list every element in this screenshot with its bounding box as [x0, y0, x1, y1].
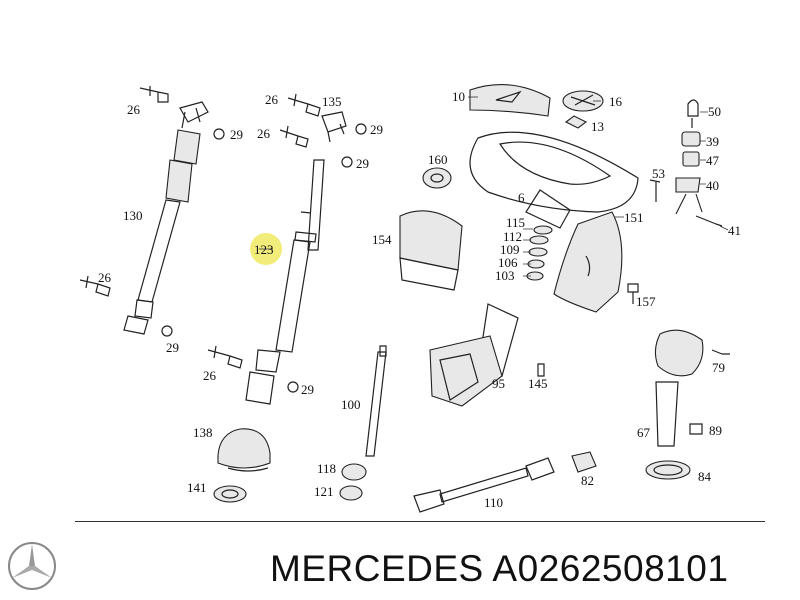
part-label: 41 [728, 223, 741, 238]
part-label: 145 [528, 376, 548, 391]
airbag-cover-10 [469, 84, 551, 117]
screw-157 [627, 283, 639, 304]
part-label: 151 [624, 210, 644, 225]
ignition-lock-parts [649, 99, 723, 227]
part-label: 29 [230, 127, 243, 142]
part-label: 16 [609, 94, 623, 109]
footer-divider [75, 521, 765, 522]
part-label: 6 [518, 190, 525, 205]
screw-79 [711, 349, 730, 355]
part-label: 138 [193, 425, 213, 440]
steering-shaft-123 [207, 93, 367, 405]
boot-138 [217, 428, 271, 472]
part-label: 79 [712, 360, 725, 375]
lower-cover-151 [553, 211, 623, 313]
part-label: 103 [495, 268, 515, 283]
part-label: 29 [370, 122, 383, 137]
part-label: 135 [322, 94, 342, 109]
part-labels: 26 29 130 26 29 26 135 26 29 29 123 26 2… [98, 89, 741, 510]
part-label: 29 [356, 156, 369, 171]
part-label: 106 [498, 255, 518, 270]
ring-160 [422, 167, 452, 189]
part-label: 118 [317, 461, 336, 476]
part-label: 26 [98, 270, 112, 285]
part-label: 29 [166, 340, 179, 355]
part-label: 157 [636, 294, 656, 309]
brand-part-number: MERCEDES A0262508101 [270, 548, 729, 589]
part-label: 26 [203, 368, 217, 383]
part-label: 26 [257, 126, 271, 141]
ring-stack-115-103 [526, 225, 553, 281]
screw-89 [689, 423, 703, 435]
part-label: 100 [341, 397, 361, 412]
lower-shaft-110 [413, 457, 555, 513]
grommet-141 [213, 485, 247, 503]
nut-13 [564, 115, 588, 129]
part-label: 47 [706, 153, 720, 168]
part-label: 89 [709, 423, 722, 438]
horn-button-16 [562, 90, 604, 112]
part-label: 84 [698, 469, 712, 484]
part-label: 141 [187, 480, 207, 495]
part-label: 130 [123, 208, 143, 223]
part-label: 123 [254, 242, 274, 257]
part-label: 39 [706, 134, 719, 149]
bolt-145 [537, 363, 545, 377]
part-label: 95 [492, 376, 505, 391]
part-label: 115 [506, 215, 525, 230]
part-label: 109 [500, 242, 520, 257]
part-label: 82 [581, 473, 594, 488]
part-label: 26 [127, 102, 141, 117]
part-label: 154 [372, 232, 392, 247]
part-label: 53 [652, 166, 665, 181]
part-label: 110 [484, 495, 503, 510]
part-label: 13 [591, 119, 604, 134]
part-label: 112 [503, 229, 522, 244]
mercedes-star-logo-icon [8, 542, 56, 590]
joint-82 [571, 451, 597, 473]
part-label: 160 [428, 152, 448, 167]
part-label: 50 [708, 104, 721, 119]
bearings-118-121 [339, 463, 367, 501]
part-label: 10 [452, 89, 465, 104]
part-label: 121 [314, 484, 334, 499]
column-cover-154 [399, 210, 463, 291]
part-label: 29 [301, 382, 314, 397]
part-label: 26 [265, 92, 279, 107]
steering-wheel-6 [469, 131, 639, 229]
part-label: 67 [637, 425, 651, 440]
lower-column-67 [645, 329, 704, 480]
part-label: 40 [706, 178, 719, 193]
bracket-95 [429, 303, 519, 407]
intermediate-shaft-130 [79, 86, 225, 337]
leader-lines [259, 96, 729, 277]
tube-100 [365, 345, 387, 457]
